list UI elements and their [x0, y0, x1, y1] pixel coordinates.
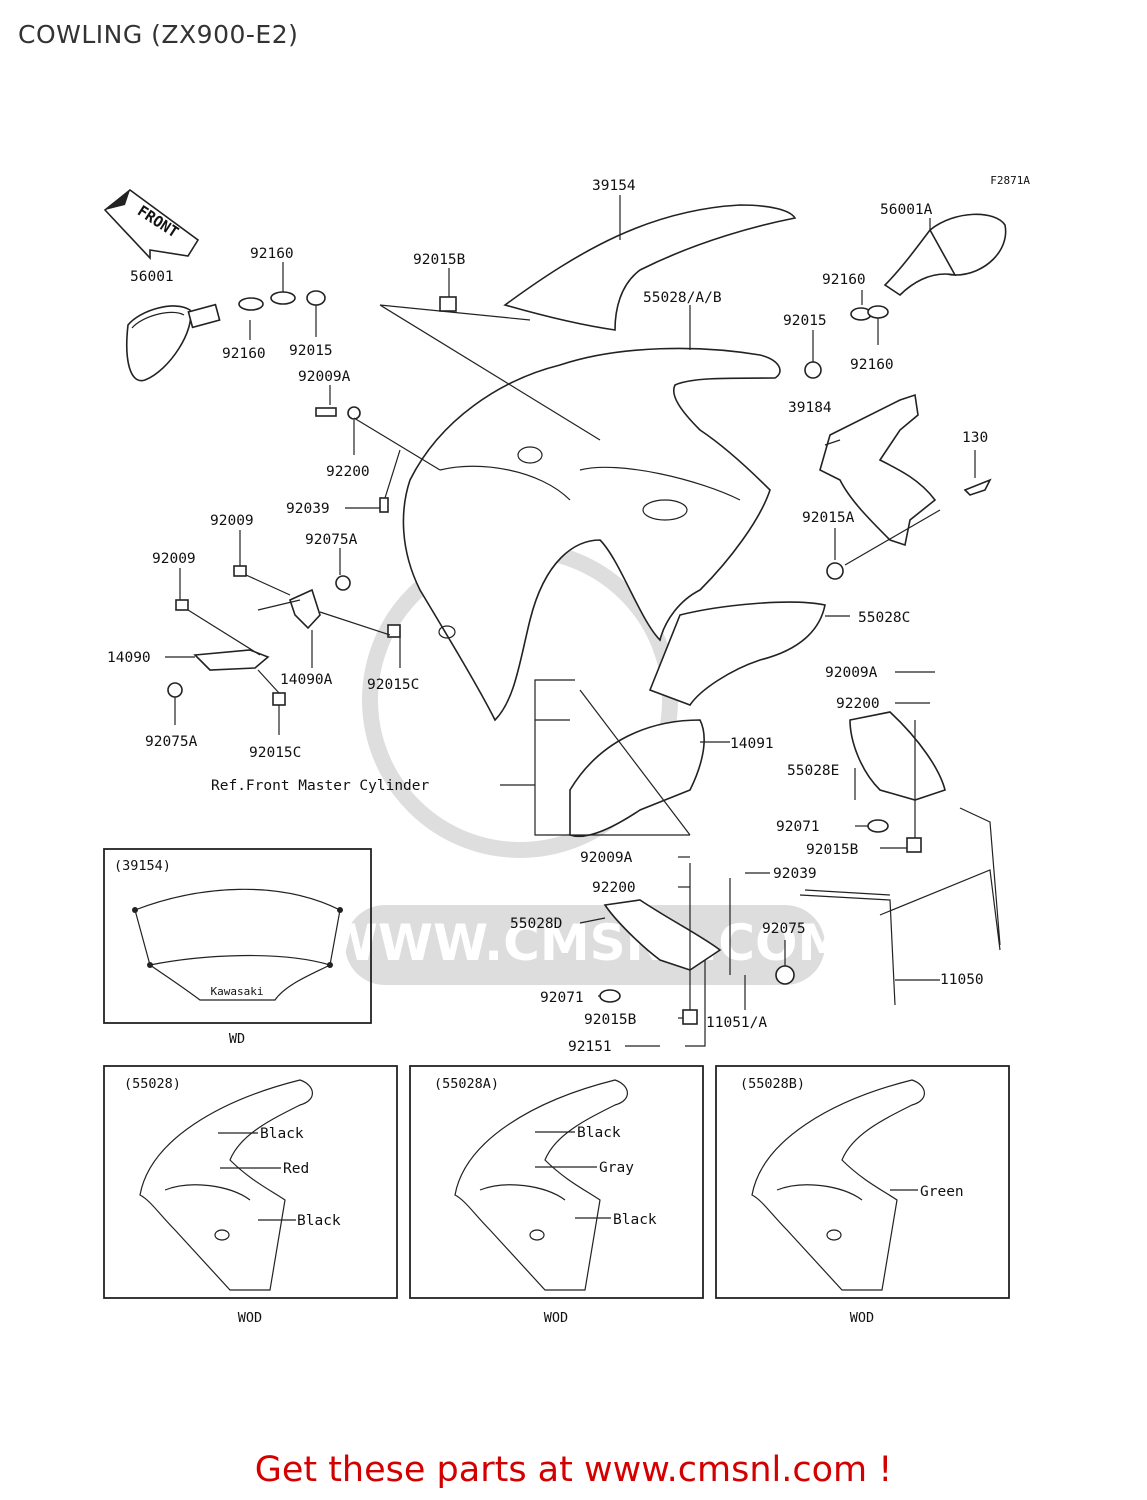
cowl-55028B-header: (55028B): [740, 1076, 805, 1092]
label-56001: 56001: [130, 269, 174, 285]
label-92160-top-right: 92160: [822, 272, 866, 288]
label-39184: 39184: [788, 400, 832, 416]
label-55028E: 55028E: [787, 763, 839, 779]
label-56001A: 56001A: [880, 202, 933, 218]
label-92015B-right: 92015B: [806, 842, 859, 858]
label-11050: 11050: [940, 972, 984, 988]
side-cover-55028E-part: [849, 711, 946, 801]
cowl-55028A-header: (55028A): [434, 1076, 499, 1092]
bracket-14090A-part: [289, 588, 321, 630]
cowl-55028-color-2: Red: [283, 1161, 309, 1177]
front-arrow-icon: FRONT: [103, 188, 200, 261]
label-14091: 14091: [730, 736, 774, 752]
label-39154: 39154: [592, 178, 636, 194]
label-55028AB: 55028/A/B: [643, 290, 722, 306]
label-92015B-bottom: 92015B: [584, 1012, 637, 1028]
inner-cover-part: [648, 601, 826, 706]
mirror-left-part: [126, 290, 326, 382]
parts-diagram: WWW.CMSNL.COM F2871A FRONT: [103, 174, 1030, 1326]
cowl-variant-box-55028A: (55028A) Black Gray Black WOD: [409, 1065, 704, 1326]
cowl-55028B-color-1: Green: [920, 1184, 964, 1200]
label-92200-right: 92200: [836, 696, 880, 712]
cowl-variant-box-55028B: (55028B) Green WOD: [715, 1065, 1010, 1326]
stay-bracket-part: [819, 393, 937, 547]
side-cover-55028D-part: [603, 899, 722, 971]
label-92009-b: 92009: [152, 551, 196, 567]
cowl-55028A-caption: WOD: [544, 1310, 568, 1326]
label-130: 130: [962, 430, 988, 446]
label-92160-top-left: 92160: [250, 246, 294, 262]
label-92200-bottom: 92200: [592, 880, 636, 896]
windscreen-variant-box: (39154) Kawasaki WD: [103, 848, 372, 1047]
figure-code: F2871A: [990, 174, 1030, 187]
label-55028C: 55028C: [858, 610, 910, 626]
label-14090: 14090: [107, 650, 151, 666]
label-92015A: 92015A: [802, 510, 855, 526]
label-92015B-top: 92015B: [413, 252, 466, 268]
stay-11050-part: [799, 807, 1001, 1006]
mirror-right-part: [804, 213, 1007, 379]
windscreen-logo: Kawasaki: [211, 985, 264, 998]
label-92075A-top: 92075A: [305, 532, 358, 548]
watermark-text: WWW.CMSNL.COM: [323, 914, 848, 972]
label-11051A: 11051/A: [706, 1015, 767, 1031]
cowl-55028A-color-3: Black: [613, 1212, 657, 1228]
cowl-55028A-color-1: Black: [577, 1125, 621, 1141]
label-92071-right: 92071: [776, 819, 820, 835]
label-92009A-right: 92009A: [825, 665, 878, 681]
label-92015-left: 92015: [289, 343, 333, 359]
cowl-variant-box-55028: (55028) Black Red Black WOD: [103, 1065, 398, 1326]
cowl-55028-color-1: Black: [260, 1126, 304, 1142]
upper-cowling-part: [402, 347, 781, 722]
label-ref-front-master-cylinder: Ref.Front Master Cylinder: [211, 778, 430, 794]
label-92039-bottom: 92039: [773, 866, 817, 882]
label-92009A-top: 92009A: [298, 369, 351, 385]
label-92151: 92151: [568, 1039, 612, 1055]
front-fender-part: [569, 719, 705, 837]
label-92015C-top: 92015C: [367, 677, 419, 693]
cowl-55028A-color-2: Gray: [599, 1160, 634, 1176]
label-92075: 92075: [762, 921, 806, 937]
bracket-14090-part: [193, 649, 270, 671]
footer-link[interactable]: Get these parts at www.cmsnl.com !: [254, 1450, 893, 1490]
cowl-55028-caption: WOD: [238, 1310, 262, 1326]
windscreen-box-caption: WD: [229, 1031, 245, 1047]
windscreen-part: [503, 204, 797, 331]
label-92075A-bottom: 92075A: [145, 734, 198, 750]
label-92160-right: 92160: [850, 357, 894, 373]
label-92015-right: 92015: [783, 313, 827, 329]
cowl-55028-color-3: Black: [297, 1213, 341, 1229]
label-92071-bottom: 92071: [540, 990, 584, 1006]
label-92200-top: 92200: [326, 464, 370, 480]
windscreen-box-header: (39154): [114, 858, 171, 874]
label-92009A-bottom: 92009A: [580, 850, 633, 866]
label-92009-a: 92009: [210, 513, 254, 529]
leader-lines: [165, 195, 976, 1047]
cowl-55028B-caption: WOD: [850, 1310, 874, 1326]
label-92015C-bottom: 92015C: [249, 745, 301, 761]
page-title: COWLING (ZX900-E2): [18, 20, 299, 49]
label-14090A: 14090A: [280, 672, 333, 688]
label-92039-top: 92039: [286, 501, 330, 517]
label-55028D: 55028D: [510, 916, 562, 932]
label-92160-left: 92160: [222, 346, 266, 362]
cowl-55028-header: (55028): [124, 1076, 181, 1092]
